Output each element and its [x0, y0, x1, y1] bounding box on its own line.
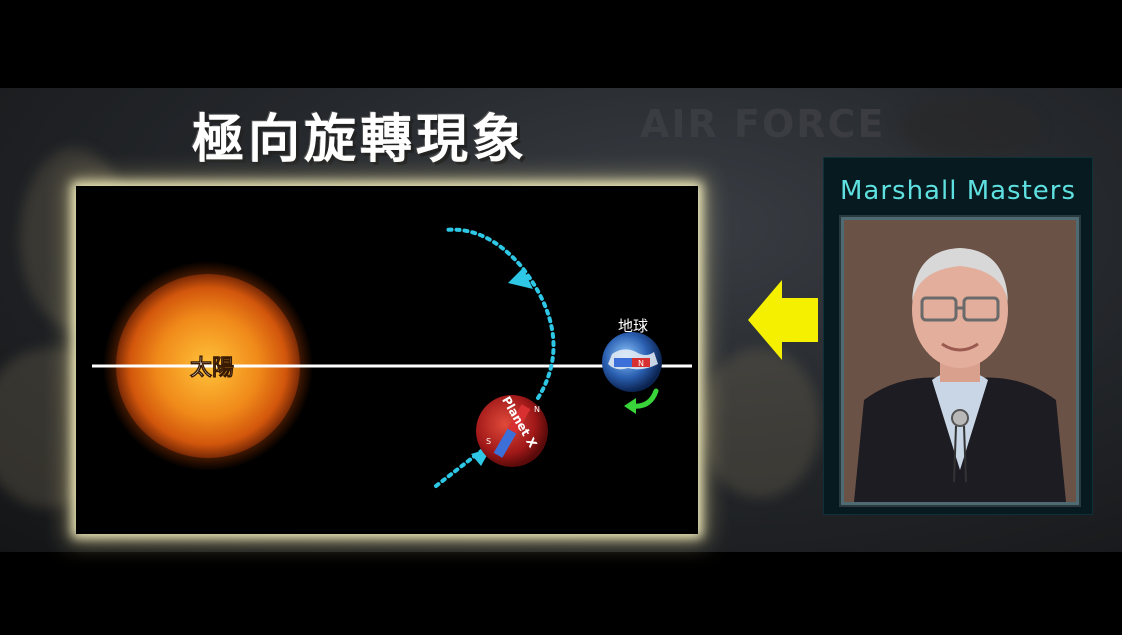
letterbox-top [0, 0, 1122, 88]
earth-north-pole: N [638, 359, 644, 368]
speaker-portrait [841, 217, 1079, 505]
background-text: AIR FORCE [640, 102, 886, 146]
planet-x-south-pole: S [486, 437, 491, 446]
sun-label: 太陽 [190, 356, 234, 381]
earth-label: 地球 [618, 317, 648, 335]
earth-magnet-north [632, 358, 650, 367]
planet-x-magnet [493, 404, 531, 458]
earth-magnet-south [614, 358, 632, 367]
speaker-card: Marshall Masters [823, 157, 1093, 515]
orbit-arrowhead-upper [508, 268, 533, 289]
letterbox-bottom [0, 552, 1122, 635]
earth-rotation-arrowhead [624, 398, 636, 414]
pointer-arrow [748, 280, 818, 360]
diagram-panel: 太陽 Planet X S N N 地球 [76, 186, 698, 534]
speaker-photo [844, 220, 1076, 502]
speaker-name: Marshall Masters [839, 176, 1077, 206]
slide-title: 極向旋轉現象 [192, 110, 529, 170]
pole-shift-diagram: 太陽 Planet X S N N 地球 [92, 227, 692, 488]
planet-x-north-pole: N [534, 405, 540, 414]
